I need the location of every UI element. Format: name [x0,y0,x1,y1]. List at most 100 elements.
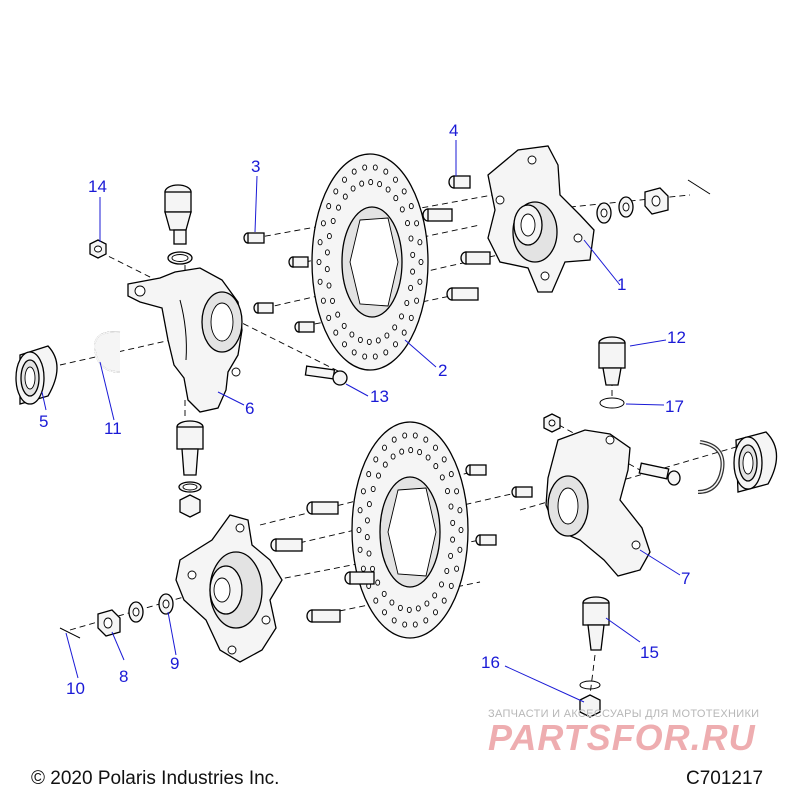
rotor-drill-hole [335,311,341,318]
callout-13[interactable]: 13 [370,387,389,406]
rotor-drill-hole [357,336,363,343]
diagram-code: C701217 [686,768,763,789]
rotor-drill-hole [457,546,463,553]
rotor-drill-hole [393,195,399,202]
rotor-drill-hole [382,609,387,616]
callout-8[interactable]: 8 [119,667,128,686]
callout-2[interactable]: 2 [438,361,447,380]
callout-1[interactable]: 1 [617,275,626,294]
callout-14[interactable]: 14 [88,177,107,196]
callout-10[interactable]: 10 [66,679,85,698]
rotor-drill-hole [402,621,408,628]
rotor-drill-hole [454,488,460,495]
rotor-drill-hole [326,314,332,321]
rotor-drill-hole [381,590,387,597]
rotor-drill-hole [391,436,397,443]
knuckle-upper [127,267,243,413]
ball-joint-upper-right [598,336,626,386]
rotor-drill-hole [351,349,357,356]
callout-16[interactable]: 16 [481,653,500,672]
rotor-drill-hole [364,534,370,541]
rotor-drill-hole [450,519,456,526]
rotor-drill-hole [448,503,454,510]
rotor-drill-hole [399,313,404,320]
watermark-tagline: ЗАПЧАСТИ И АКСЕССУАРЫ ДЛЯ МОТОТЕХНИКИ [488,708,759,720]
snap-ring-17 [599,397,625,409]
callout-17[interactable]: 17 [665,397,684,416]
callout-6[interactable]: 6 [245,399,254,418]
rotor-drill-hole [362,353,368,360]
rotor-drill-hole [333,329,339,336]
rotor-drill-hole [389,599,395,606]
rotor-drill-hole [376,472,381,479]
callout-12[interactable]: 12 [667,328,686,347]
wheel-studs-lower [270,464,533,623]
rotor-drill-hole [441,456,447,463]
rotor-drill-hole [417,239,423,246]
rotor-drill-hole [393,341,398,348]
bolt-knuckle-lower [638,462,681,486]
rotor-drill-hole [360,565,366,572]
callout-15[interactable]: 15 [640,643,659,662]
rotor-drill-hole [320,297,326,304]
rotor-drill-hole [350,185,356,192]
rotor-drill-hole [326,282,332,289]
snap-ring-upper [93,331,121,373]
rotor-drill-hole [372,353,378,360]
rotor-drill-hole [433,463,439,470]
rotor-drill-hole [370,565,375,572]
rotor-drill-hole [341,322,347,329]
rotor-drill-hole [385,186,391,193]
callout-11[interactable]: 11 [104,419,122,438]
rotor-drill-hole [324,266,330,273]
rotor-drill-hole [457,507,463,514]
brake-rotor-lower [351,421,469,639]
rotor-drill-hole [366,338,372,345]
wheel-studs-upper [253,208,491,333]
rotor-drill-hole [408,203,414,210]
rotor-drill-hole [316,258,322,266]
rotor-drill-hole [401,329,407,336]
nut-lower-right-top [543,413,561,433]
rotor-drill-hole [357,546,363,553]
rotor-drill-hole [408,235,414,242]
rotor-drill-hole [417,278,423,285]
rotor-drill-hole [408,447,414,454]
rotor-drill-hole [406,606,412,613]
watermark: ЗАПЧАСТИ И АКСЕССУАРЫ ДЛЯ МОТОТЕХНИКИ PA… [488,708,759,758]
rotor-drill-hole [401,188,407,195]
brake-rotor-upper [311,153,429,371]
rotor-drill-hole [364,517,370,524]
bolt-3 [243,232,265,244]
rotor-drill-hole [317,239,323,246]
callout-7[interactable]: 7 [681,569,690,588]
rotor-drill-hole [360,488,366,495]
rotor-drill-hole [423,617,429,624]
rotor-drill-hole [423,436,429,443]
rotor-drill-hole [425,454,431,461]
callout-9[interactable]: 9 [170,654,179,673]
rotor-drill-hole [336,204,341,211]
rotor-drill-hole [357,507,363,514]
rotor-drill-hole [414,297,420,304]
rotor-drill-hole [439,474,445,481]
rotor-drill-hole [441,597,447,604]
rotor-drill-hole [433,444,438,451]
ball-joint-lower-right [582,596,610,651]
rotor-drill-hole [444,567,450,575]
callout-3[interactable]: 3 [251,157,260,176]
callout-4[interactable]: 4 [449,121,458,140]
rotor-drill-hole [412,432,418,439]
cotter-pin-lower [59,627,81,639]
bearing-upper [15,345,58,405]
rotor-drill-hole [412,621,418,628]
rotor-drill-hole [366,550,372,557]
wheel-hub-lower [175,514,283,663]
rotor-drill-hole [458,526,464,534]
callout-5[interactable]: 5 [39,412,48,431]
bearing-lower [733,431,778,493]
rotor-drill-hole [382,461,388,468]
rotor-drill-hole [351,168,357,175]
rotor-drill-hole [445,488,450,495]
